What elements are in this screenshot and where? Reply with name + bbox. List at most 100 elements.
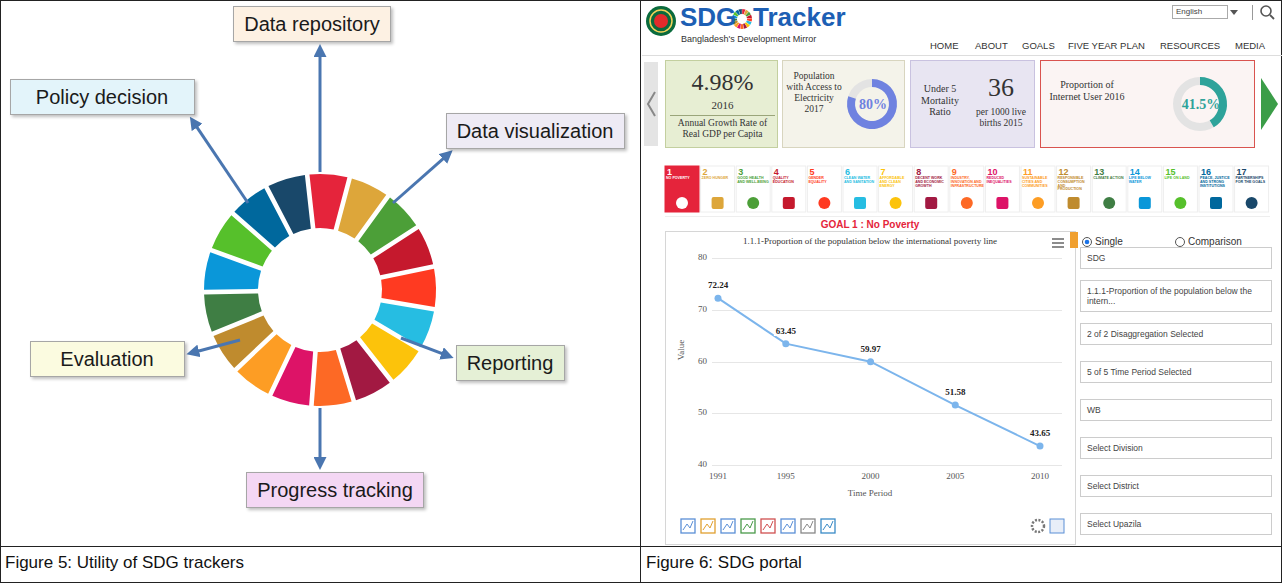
- node-label: SDG: [1087, 253, 1253, 263]
- search-icon: [1270, 15, 1274, 19]
- nav-item: HOME: [930, 41, 959, 52]
- card-text: Population with Access to Electricity 20…: [786, 71, 842, 115]
- goal-icon: [950, 166, 984, 212]
- goal-pictogram: [1246, 197, 1258, 209]
- settings-icon: [1032, 520, 1044, 532]
- grid-line: [712, 465, 1062, 466]
- goal-name: DECENT WORK AND ECONOMIC GROWTH: [915, 177, 947, 188]
- card-text: 80%: [859, 97, 887, 113]
- donut-track: [1173, 77, 1227, 131]
- goal-pictogram: [1103, 197, 1115, 209]
- chart-type-icon: [783, 521, 793, 530]
- goal-pictogram: [961, 197, 973, 209]
- chart-type-icon: [743, 521, 753, 530]
- goal-name: ZERO HUNGER: [702, 177, 734, 181]
- card-text: 41.5%: [1182, 97, 1221, 113]
- goal-pictogram: [1068, 197, 1080, 209]
- chart-panel: [666, 232, 1076, 545]
- leader-arrow: [393, 156, 447, 203]
- axis-tick: 2010: [1031, 471, 1049, 481]
- goal-icon: [914, 166, 948, 212]
- axis-tick: 70: [698, 304, 707, 314]
- goal-name: RESPONSIBLE CONSUMPTION AND PRODUCTION: [1058, 177, 1090, 192]
- goal-heading: GOAL 1 : No Poverty: [821, 219, 920, 231]
- chart-type-icon: [763, 521, 773, 530]
- goal-icon: [772, 166, 806, 212]
- tagline: Bangladesh's Development Mirror: [681, 34, 816, 44]
- wheel-segment: [268, 175, 310, 234]
- nav-item: FIVE YEAR PLAN: [1068, 41, 1145, 52]
- utility-box: Reporting: [456, 345, 565, 381]
- utility-box: Progress tracking: [246, 472, 424, 508]
- series-point: [1037, 443, 1044, 450]
- arrows: [194, 52, 446, 462]
- goal-name: PARTNERSHIPS FOR THE GOALS: [1236, 177, 1268, 185]
- goal-icon: [1021, 166, 1055, 212]
- card-text: per 1000 live births 2015: [969, 107, 1033, 129]
- table-divider: [0, 546, 1282, 547]
- series-point: [715, 295, 722, 302]
- logo-wheel-segment: [739, 9, 742, 14]
- goal-number: 15: [1165, 167, 1175, 177]
- goal-icon: [1235, 166, 1269, 212]
- leader-arrow: [401, 338, 446, 355]
- logo-wheel-segment: [740, 24, 743, 29]
- chart-type-icon: [741, 519, 755, 533]
- goal-number: 6: [845, 167, 850, 177]
- goal-icon: [1163, 166, 1197, 212]
- node-label: Data repository: [244, 13, 380, 36]
- goal-pictogram: [712, 197, 724, 209]
- goal-pictogram: [818, 197, 830, 209]
- sdg-wheel: [204, 174, 436, 406]
- figure-caption: Figure 6: SDG portal: [646, 553, 802, 573]
- goal-number: 1: [667, 167, 672, 177]
- axis-title: Value: [676, 340, 686, 361]
- carousel-next: [1261, 78, 1278, 130]
- carousel-prev: [644, 62, 658, 146]
- node-label: Select Upazila: [1087, 519, 1253, 529]
- goal-name: LIFE ON LAND: [1164, 177, 1196, 181]
- wheel-segment: [314, 350, 352, 406]
- axis-tick: 1995: [777, 471, 795, 481]
- goal-icon: [807, 166, 841, 212]
- indicator-card: Proportion of Internet User 201641.5%: [1040, 60, 1255, 148]
- filter-dropdown: Select Upazila: [1080, 513, 1272, 535]
- node-label: Progress tracking: [257, 479, 413, 502]
- node-label: Select District: [1087, 481, 1253, 491]
- node-label: Reporting: [467, 352, 554, 375]
- node-label: Select Division: [1087, 443, 1253, 453]
- table-divider: [640, 0, 641, 583]
- donut-chart: [1040, 60, 1255, 148]
- chart-type-icon: [761, 519, 775, 533]
- node-label: 1.1.1-Proportion of the population below…: [1087, 286, 1253, 306]
- goal-name: SUSTAINABLE CITIES AND COMMUNITIES: [1022, 177, 1054, 188]
- chart-type-icon: [821, 519, 835, 533]
- emblem: [654, 14, 668, 28]
- axis-tick: 80: [698, 252, 707, 262]
- chart-type-icon: [683, 521, 693, 530]
- series-point: [952, 402, 959, 409]
- utility-box: Policy decision: [10, 79, 195, 115]
- goal-name: GENDER EQUALITY: [808, 177, 840, 185]
- goal-icon: [843, 166, 877, 212]
- goal-name: NO POVERTY: [666, 177, 698, 181]
- goal-name: REDUCED INEQUALITIES: [986, 177, 1018, 185]
- goal-number: 14: [1130, 167, 1140, 177]
- goal-name: CLEAN WATER AND SANITATION: [844, 177, 876, 185]
- goal-pictogram: [854, 197, 866, 209]
- axis-tick: 60: [698, 356, 707, 366]
- goal-icon: [736, 166, 770, 212]
- filter-dropdown: Select District: [1080, 475, 1272, 497]
- goal-number: 17: [1237, 167, 1247, 177]
- goal-number: 13: [1094, 167, 1104, 177]
- utility-box: Evaluation: [30, 341, 185, 377]
- card-text: Under 5 Mortality Ratio: [914, 83, 966, 118]
- goal-pictogram: [1210, 197, 1222, 209]
- node-label: 5 of 5 Time Period Selected: [1087, 367, 1253, 377]
- goal-pictogram: [1174, 197, 1186, 209]
- goal-number: 11: [1023, 167, 1033, 177]
- goal-rule: [665, 216, 1270, 217]
- grid-line: [712, 413, 1062, 414]
- carousel-prev: [648, 92, 655, 116]
